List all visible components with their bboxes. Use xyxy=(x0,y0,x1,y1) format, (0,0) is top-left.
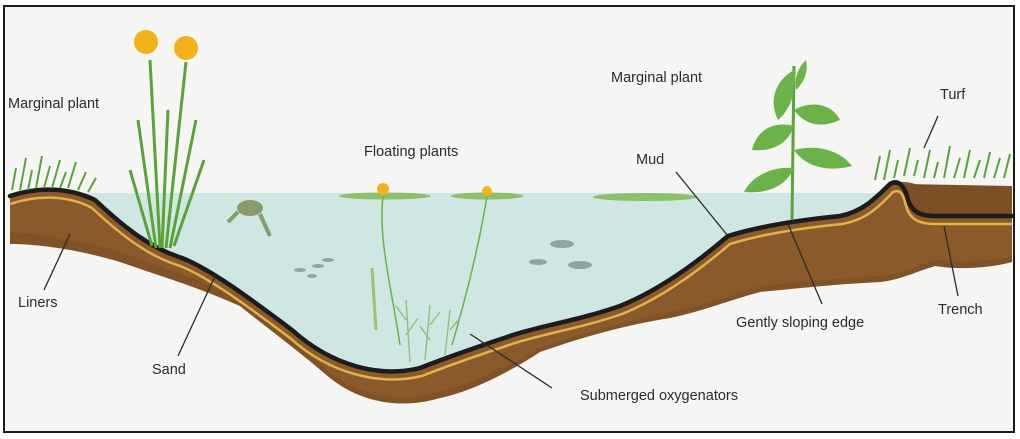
label-sand: Sand xyxy=(152,363,186,378)
lily-flower xyxy=(377,183,389,195)
label-trench: Trench xyxy=(938,303,983,318)
grass-left xyxy=(12,156,96,192)
label-submerged-oxygenators: Submerged oxygenators xyxy=(580,389,738,404)
iris-flower xyxy=(174,36,198,60)
label-marginal-plant-right: Marginal plant xyxy=(611,71,702,86)
label-mud: Mud xyxy=(636,153,664,168)
lily-flower xyxy=(482,186,492,196)
iris-flower xyxy=(134,30,158,54)
turf-grass xyxy=(875,146,1010,180)
label-liners: Liners xyxy=(18,296,58,311)
lily-pad xyxy=(593,193,697,201)
label-turf: Turf xyxy=(940,88,965,103)
label-gently-sloping-edge: Gently sloping edge xyxy=(736,316,864,331)
label-marginal-plant-left: Marginal plant xyxy=(8,97,99,112)
label-floating-plants: Floating plants xyxy=(364,145,458,160)
